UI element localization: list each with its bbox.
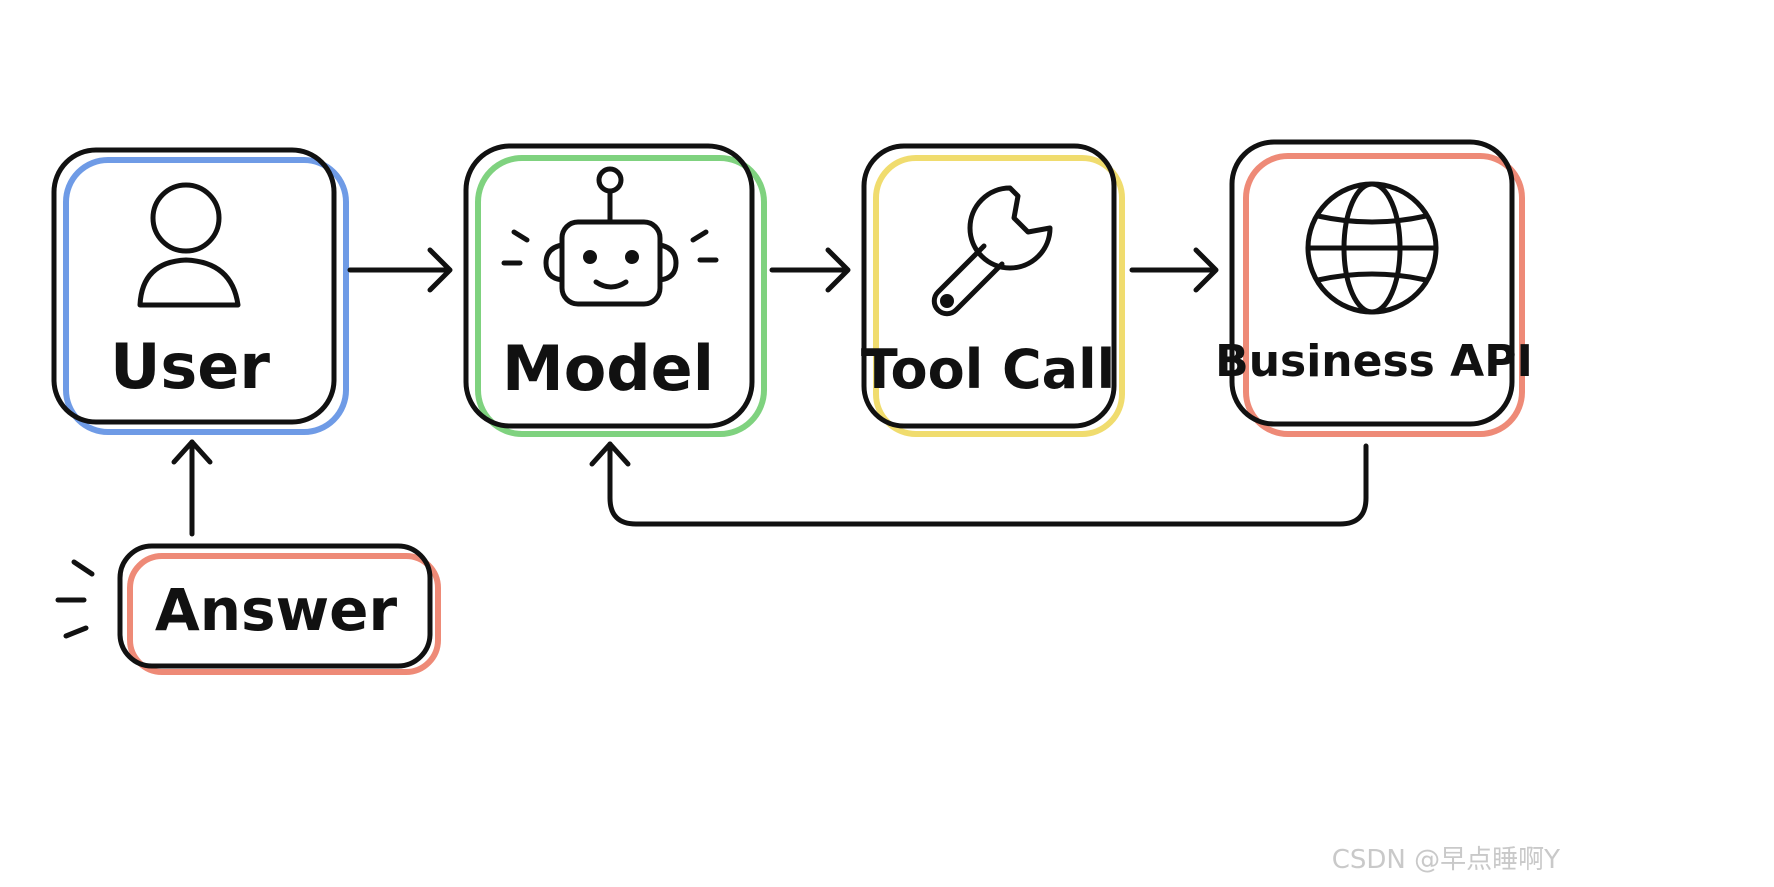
user-icon <box>137 182 241 308</box>
node-answer-box <box>117 543 433 669</box>
node-user-accent <box>63 157 349 435</box>
node-answer-label: Answer <box>155 576 398 644</box>
robot-icon <box>501 166 719 307</box>
edge-business-api-to-model <box>589 441 1369 527</box>
node-user-label: User <box>110 330 270 403</box>
node-user-box <box>51 147 337 425</box>
edge-tool-call-to-business-api <box>1129 247 1219 293</box>
watermark: CSDN @早点睡啊Y <box>1332 845 1560 875</box>
globe-icon <box>1305 181 1439 315</box>
node-model-accent <box>475 155 767 437</box>
node-model: Model <box>463 143 767 437</box>
node-model-label: Model <box>502 332 714 405</box>
node-tool-call-accent <box>873 155 1125 437</box>
node-answer: Answer <box>55 543 441 675</box>
node-business-api-accent <box>1243 153 1525 437</box>
emphasis-marks <box>55 559 95 639</box>
node-tool-call-box <box>861 143 1117 429</box>
node-business-api-box <box>1229 139 1515 427</box>
node-tool-call-label: Tool Call <box>861 338 1115 401</box>
node-model-box <box>463 143 755 429</box>
node-business-api: Business API <box>1215 139 1533 437</box>
edge-model-to-tool-call <box>769 247 851 293</box>
node-user: User <box>51 147 349 435</box>
wrench-icon <box>931 185 1053 317</box>
edge-answer-to-user <box>171 439 213 537</box>
edge-user-to-model <box>347 247 453 293</box>
node-tool-call: Tool Call <box>861 143 1125 437</box>
node-answer-accent <box>127 553 441 675</box>
node-business-api-label: Business API <box>1215 336 1533 387</box>
